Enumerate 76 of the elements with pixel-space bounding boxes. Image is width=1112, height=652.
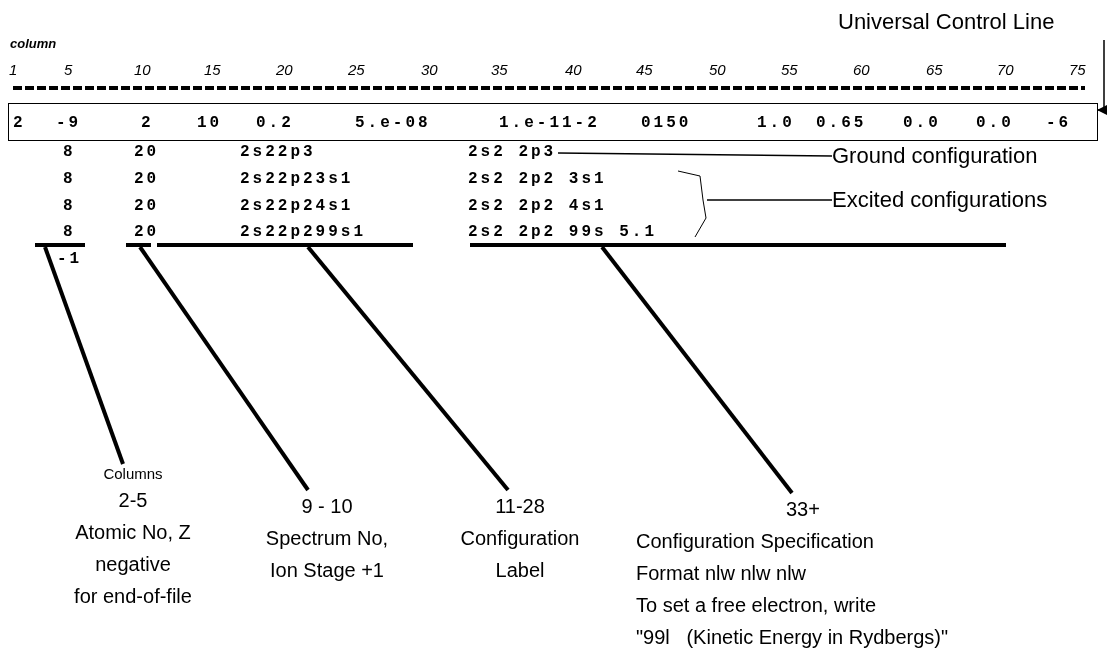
callout-text: Ground configuration [832, 142, 1082, 170]
leader-line [138, 245, 310, 492]
description-text: negative [95, 552, 171, 577]
data-value: 2s22p3 [240, 142, 316, 162]
brace [676, 168, 710, 240]
data-value: -1 [57, 249, 83, 269]
data-value: 8 [63, 222, 76, 242]
field-value: 0.65 [816, 113, 867, 133]
underline-bar [126, 243, 151, 247]
column-number: 60 [853, 61, 870, 79]
underline-bar [35, 243, 85, 247]
field-value: 0.0 [976, 113, 1014, 133]
column-number: 70 [997, 61, 1014, 79]
field-value: 2 [13, 113, 26, 133]
field-value: 0.2 [256, 113, 294, 133]
field-value: 10 [197, 113, 223, 133]
arrow [1097, 39, 1107, 115]
field-value: 2 [141, 113, 154, 133]
callout-text: Excited configurations [832, 186, 1112, 214]
caption-text: Columns [103, 464, 163, 484]
data-value: 2s2 2p2 99s 5.1 [468, 222, 658, 242]
column-number: 15 [204, 61, 221, 79]
column-number: 5 [64, 61, 73, 79]
ruler-heading: column [10, 36, 57, 52]
callout-text: Universal Control Line [838, 8, 1110, 36]
data-value: 20 [134, 142, 160, 162]
column-number: 25 [348, 61, 365, 79]
description-line: "99l (Kinetic Energy in Rydbergs)" [636, 625, 950, 650]
field-value: 1.e-11-2 [499, 113, 600, 133]
field-value: -6 [1046, 113, 1072, 133]
description-text: for end-of-file [74, 584, 192, 609]
leader-line [43, 246, 125, 465]
data-value: 2s2 2p2 3s1 [468, 169, 607, 189]
field-value: 5.e-08 [355, 113, 431, 133]
field-value: 0150 [641, 113, 692, 133]
column-range: 2-5 [118, 488, 148, 513]
data-value: 20 [134, 169, 160, 189]
column-range: 33+ [786, 497, 821, 522]
column-number: 1 [9, 61, 18, 79]
data-value: 2s22p23s1 [240, 169, 354, 189]
description-text: Spectrum No, Ion Stage +1 [264, 526, 390, 583]
description-text: Configuration Label [459, 526, 581, 583]
column-range: 9 - 10 [301, 494, 353, 519]
data-value: 8 [63, 169, 76, 189]
underline-bar [157, 243, 413, 247]
underline-bar [470, 243, 1006, 247]
data-value: 2s22p299s1 [240, 222, 366, 242]
column-number: 50 [709, 61, 726, 79]
data-value: 8 [63, 142, 76, 162]
column-number: 45 [636, 61, 653, 79]
data-value: 2s2 2p2 4s1 [468, 196, 607, 216]
field-value: 0.0 [903, 113, 941, 133]
column-number: 75 [1069, 61, 1086, 79]
column-number: 20 [276, 61, 293, 79]
data-value: 20 [134, 196, 160, 216]
column-number: 65 [926, 61, 943, 79]
description-line: Configuration Specification [636, 529, 875, 554]
field-value: 1.0 [757, 113, 795, 133]
leader-line [600, 245, 794, 495]
leader-line [557, 152, 833, 157]
description-text: Atomic No, Z [75, 520, 191, 545]
column-number: 35 [491, 61, 508, 79]
leader-line [706, 199, 833, 201]
leader-line [306, 245, 510, 492]
data-value: 2s22p24s1 [240, 196, 354, 216]
column-number: 10 [134, 61, 151, 79]
column-number: 40 [565, 61, 582, 79]
data-value: 2s2 2p3 [468, 142, 556, 162]
column-number: 30 [421, 61, 438, 79]
description-line: To set a free electron, write [636, 593, 878, 618]
data-value: 8 [63, 196, 76, 216]
column-range: 11-28 [495, 494, 545, 519]
field-value: -9 [56, 113, 82, 133]
column-number: 55 [781, 61, 798, 79]
description-line: Format nlw nlw nlw [636, 561, 808, 586]
data-value: 20 [134, 222, 160, 242]
